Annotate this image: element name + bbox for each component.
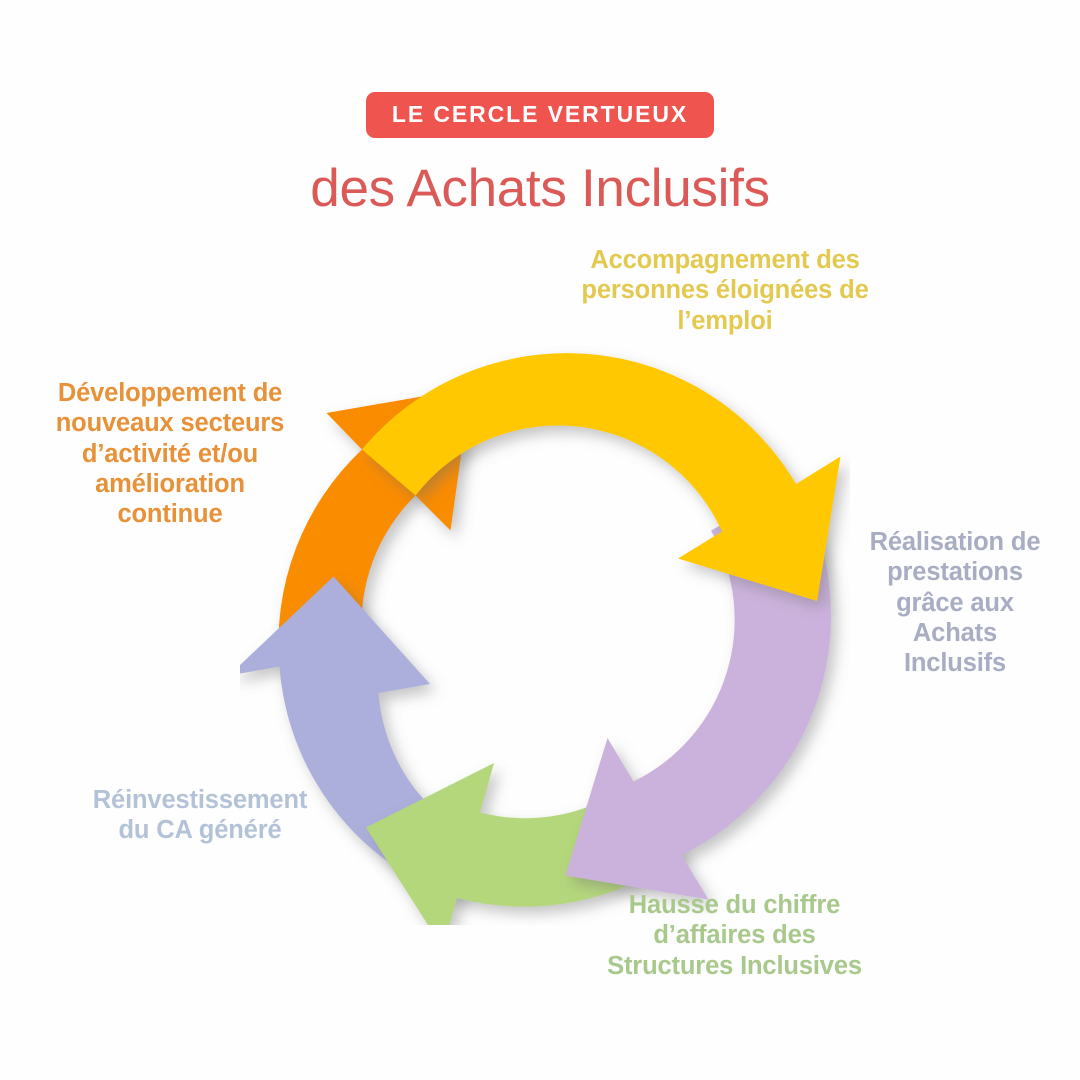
header: LE CERCLE VERTUEUX des Achats Inclusifs	[0, 0, 1080, 218]
page-title: des Achats Inclusifs	[310, 159, 770, 218]
cycle-label-reinvestissement: Réinvestissement du CA généré	[92, 786, 308, 845]
cycle-label-accompagnement: Accompagnement des personnes éloignées d…	[581, 246, 869, 335]
cycle-arrow-realisation	[565, 484, 831, 900]
cycle-label-developpement: Développement de nouveaux secteurs d’act…	[55, 379, 285, 529]
cycle-label-realisation: Réalisation de prestations grâce aux Ach…	[869, 528, 1041, 678]
cycle-arrow-accompagnement	[362, 353, 841, 601]
cycle-label-hausse: Hausse du chiffre d’affaires des Structu…	[607, 891, 862, 980]
badge-le-cercle-vertueux: LE CERCLE VERTUEUX	[365, 92, 715, 138]
cycle-arrows-svg	[240, 353, 841, 925]
